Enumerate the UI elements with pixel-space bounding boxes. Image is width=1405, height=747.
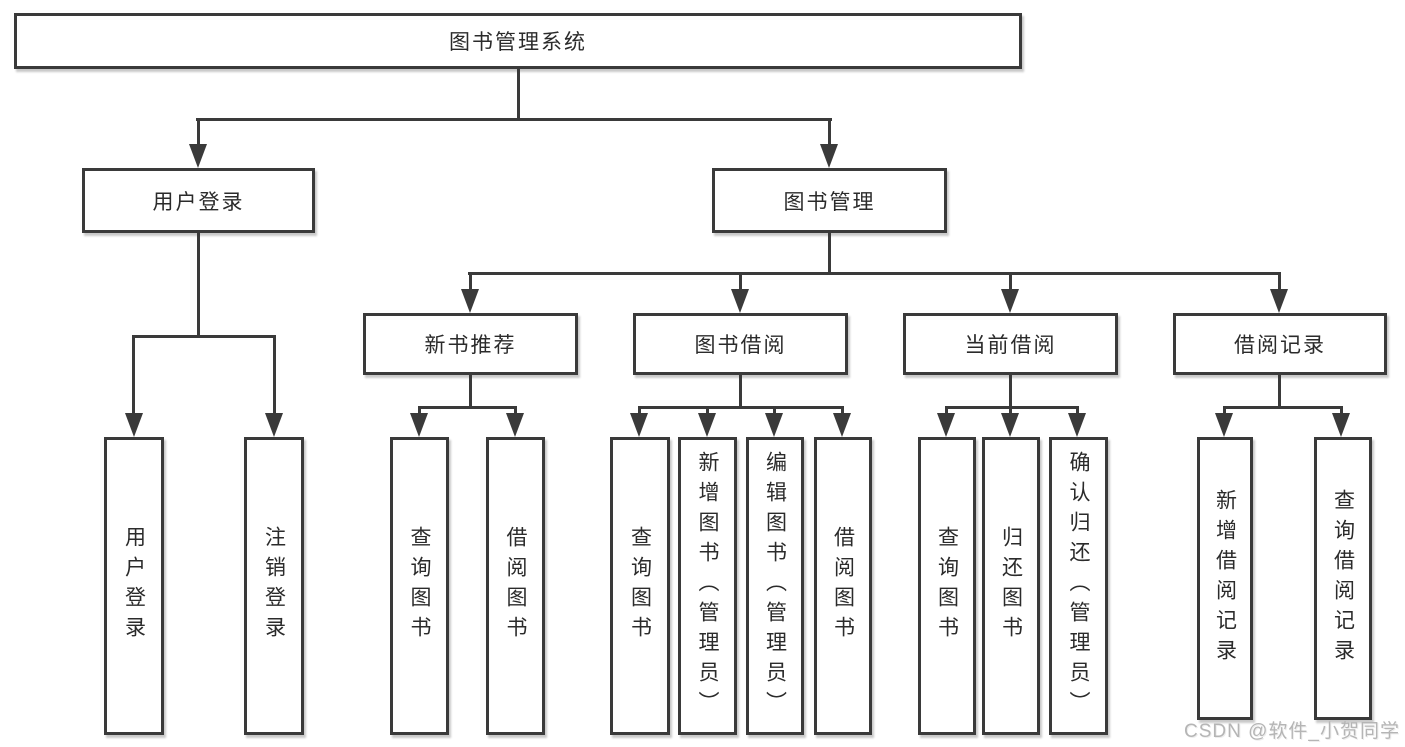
node-label: 借阅图书: [504, 526, 527, 646]
connector-line: [1278, 272, 1281, 292]
connector-line: [468, 272, 1281, 275]
connector-line: [1223, 406, 1226, 418]
arrow-down-icon: [833, 413, 851, 437]
arrow-down-icon: [820, 144, 838, 168]
leaf-query-books-current: 查询图书: [918, 437, 976, 735]
leaf-return-books: 归还图书: [982, 437, 1040, 735]
connector-line: [1223, 406, 1343, 409]
connector-line: [273, 335, 276, 413]
node-label: 编辑图书（管理员）: [763, 451, 787, 721]
leaf-confirm-return-admin: 确认归还（管理员）: [1049, 437, 1108, 735]
node-label: 归还图书: [999, 526, 1023, 646]
connector-line: [841, 406, 844, 418]
leaf-user-login: 用户登录: [104, 437, 164, 735]
node-borrowing-records: 借阅记录: [1173, 313, 1387, 375]
node-label: 注销登录: [262, 526, 286, 646]
connector-line: [1009, 375, 1012, 409]
node-user-login: 用户登录: [82, 168, 315, 233]
node-new-book-recommend: 新书推荐: [363, 313, 578, 375]
connector-line: [1009, 406, 1012, 418]
connector-line: [739, 272, 742, 292]
connector-line: [706, 406, 709, 418]
leaf-query-books-borrowing: 查询图书: [610, 437, 670, 735]
connector-line: [1340, 406, 1343, 418]
arrow-down-icon: [125, 413, 143, 437]
connector-line: [517, 69, 520, 121]
node-label: 新增图书（管理员）: [696, 451, 719, 721]
node-label: 图书管理系统: [449, 31, 587, 54]
node-label: 查询图书: [408, 526, 431, 646]
node-label: 查询借阅记录: [1331, 488, 1355, 669]
connector-line: [945, 406, 948, 418]
connector-line: [739, 375, 742, 409]
node-label: 新增借阅记录: [1213, 488, 1237, 669]
node-label: 用户登录: [122, 526, 146, 646]
leaf-add-borrow-record: 新增借阅记录: [1197, 437, 1253, 720]
arrow-down-icon: [937, 413, 955, 437]
connector-line: [945, 406, 1079, 409]
leaf-query-borrow-record: 查询借阅记录: [1314, 437, 1372, 720]
node-label: 用户登录: [152, 190, 245, 214]
connector-line: [132, 335, 135, 413]
arrow-down-icon: [506, 413, 524, 437]
connector-line: [1278, 375, 1281, 409]
connector-line: [638, 406, 641, 418]
connector-line: [514, 406, 517, 418]
arrow-down-icon: [1001, 289, 1019, 313]
arrow-down-icon: [189, 144, 207, 168]
arrow-down-icon: [1215, 413, 1233, 437]
connector-line: [828, 233, 831, 275]
arrow-down-icon: [765, 413, 783, 437]
arrow-down-icon: [630, 413, 648, 437]
node-label: 图书借阅: [694, 334, 787, 357]
connector-line: [638, 406, 844, 409]
leaf-edit-books-admin: 编辑图书（管理员）: [746, 437, 804, 735]
node-label: 借阅记录: [1234, 334, 1326, 357]
node-label: 借阅图书: [831, 526, 855, 646]
connector-line: [132, 335, 276, 338]
csdn-watermark: CSDN @软件_小贺同学: [1184, 721, 1400, 742]
connector-line: [197, 233, 200, 338]
node-label: 查询图书: [935, 526, 959, 646]
connector-line: [828, 118, 831, 156]
leaf-add-books-admin: 新增图书（管理员）: [678, 437, 737, 735]
arrow-down-icon: [1332, 413, 1350, 437]
arrow-down-icon: [698, 413, 716, 437]
arrow-down-icon: [461, 289, 479, 313]
node-book-borrowing: 图书借阅: [633, 313, 848, 375]
node-label: 确认归还（管理员）: [1067, 451, 1090, 721]
arrow-down-icon: [731, 289, 749, 313]
connector-line: [469, 272, 472, 292]
arrow-down-icon: [1068, 413, 1086, 437]
connector-line: [773, 406, 776, 418]
connector-line: [196, 118, 832, 121]
node-label: 图书管理: [783, 190, 876, 214]
arrow-down-icon: [1270, 289, 1288, 313]
connector-line: [197, 118, 200, 156]
node-label: 查询图书: [628, 526, 652, 646]
arrow-down-icon: [410, 413, 428, 437]
node-current-borrowing: 当前借阅: [903, 313, 1118, 375]
node-label: 新书推荐: [424, 334, 517, 357]
connector-line: [1009, 272, 1012, 292]
node-library-management-system: 图书管理系统: [14, 13, 1022, 69]
connector-line: [418, 406, 421, 418]
arrow-down-icon: [265, 413, 283, 437]
leaf-borrow-books-borrowing: 借阅图书: [814, 437, 872, 735]
leaf-logout: 注销登录: [244, 437, 304, 735]
leaf-borrow-books-recommend: 借阅图书: [486, 437, 545, 735]
connector-line: [1076, 406, 1079, 418]
connector-line: [469, 375, 472, 409]
connector-line: [418, 406, 517, 409]
node-book-management: 图书管理: [712, 168, 947, 233]
arrow-down-icon: [1001, 413, 1019, 437]
node-label: 当前借阅: [964, 334, 1057, 357]
leaf-query-books-recommend: 查询图书: [390, 437, 449, 735]
